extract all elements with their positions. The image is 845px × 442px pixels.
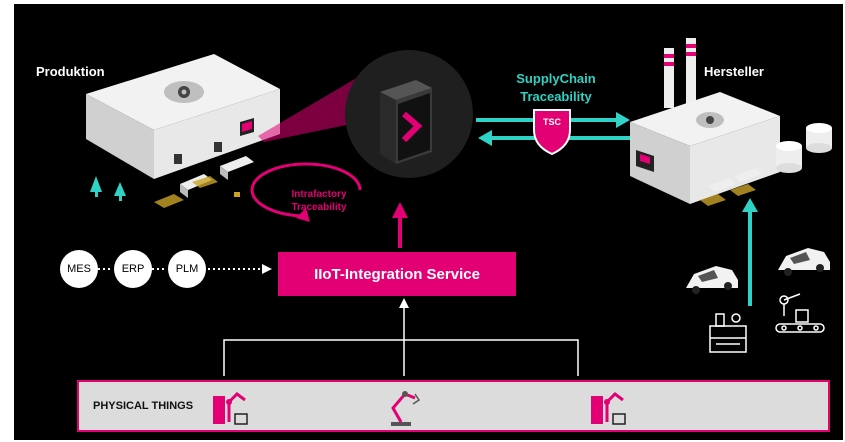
supplychain-label: SupplyChain Traceability xyxy=(494,70,618,106)
diagram-canvas: Produktion Hersteller SupplyChain Tracea… xyxy=(14,4,843,440)
car-icon xyxy=(778,248,830,276)
physical-things-panel: PHYSICAL THINGS xyxy=(77,380,830,432)
robot-arm-icon xyxy=(213,392,248,425)
supplychain-line1: SupplyChain xyxy=(516,71,596,86)
shield-icon xyxy=(533,109,571,156)
tank-icon xyxy=(776,123,832,173)
physical-things-label: PHYSICAL THINGS xyxy=(93,400,194,412)
hersteller-building xyxy=(630,92,780,204)
tsc-label: TSC xyxy=(543,117,561,127)
robot-arm-icon xyxy=(391,391,421,426)
hersteller-label: Hersteller xyxy=(704,64,764,79)
car-icon xyxy=(686,266,738,294)
intrafactory-line1: Intrafactory xyxy=(291,189,347,200)
intrafactory-line2: Traceability xyxy=(291,202,347,213)
loading-area xyxy=(154,176,240,208)
intrafactory-cycle xyxy=(250,162,362,222)
connector-lines xyxy=(223,306,579,376)
system-arrowhead xyxy=(262,264,272,274)
physical-icons xyxy=(213,391,626,426)
diagram-graphics xyxy=(86,38,832,376)
iiot-up-arrow xyxy=(392,202,408,248)
server-icon xyxy=(380,80,432,164)
connector-arrowhead xyxy=(399,298,409,308)
produktion-label: Produktion xyxy=(36,64,105,79)
intrafactory-label: Intrafactory Traceability xyxy=(274,188,364,214)
supplychain-line2: Traceability xyxy=(520,89,592,104)
robot-arm-icon xyxy=(591,392,626,425)
mes-node: MES xyxy=(60,250,98,288)
chimney-icon xyxy=(664,38,696,108)
plm-node: PLM xyxy=(168,250,206,288)
iiot-integration-service: IIoT-Integration Service xyxy=(278,252,516,296)
production-line-icon xyxy=(709,313,747,353)
gear-icon xyxy=(164,81,204,103)
supply-up-arrow xyxy=(742,198,758,306)
tree-icon xyxy=(90,176,126,201)
truck-icon xyxy=(700,168,762,206)
robot-arm-icon xyxy=(775,293,825,333)
erp-node: ERP xyxy=(114,250,152,288)
